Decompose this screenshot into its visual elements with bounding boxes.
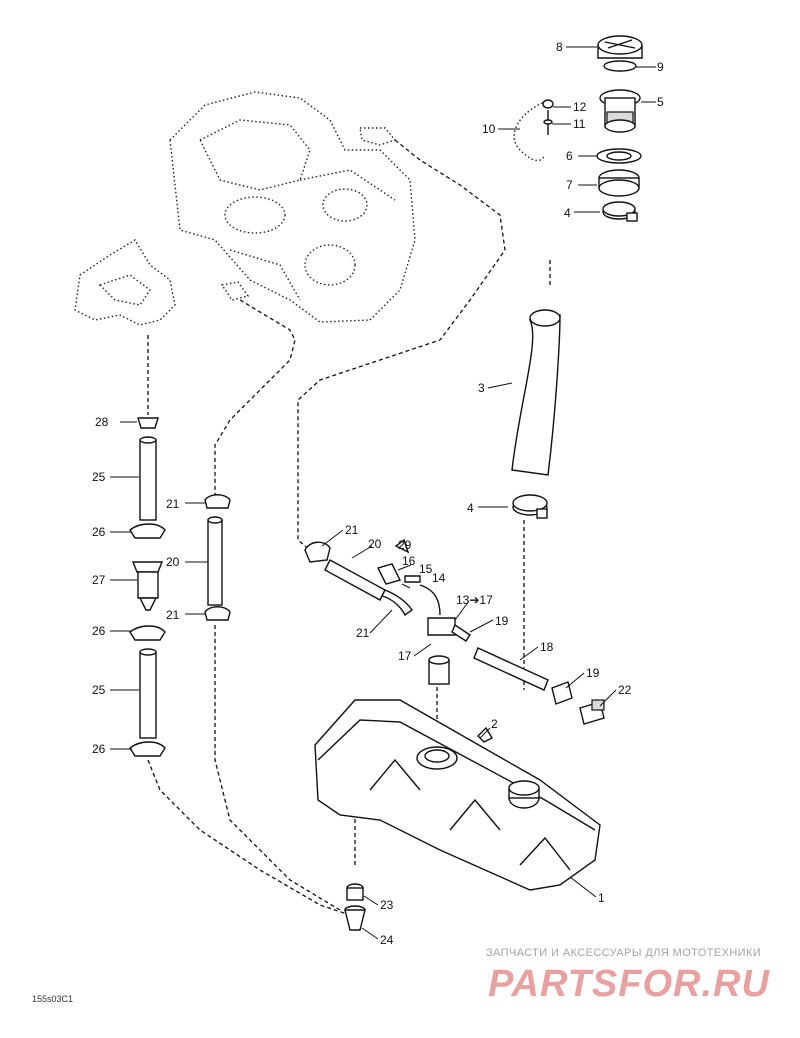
- callout-14: 14: [432, 571, 446, 585]
- callout-11: 11: [573, 117, 586, 131]
- callout-21-upper-left: 21: [166, 497, 180, 511]
- callout-24: 24: [380, 933, 394, 947]
- callout-21-lower-center: 21: [356, 626, 370, 640]
- gasket: [596, 148, 642, 164]
- hose-routing-lines: [147, 139, 551, 916]
- callout-19-lower: 19: [586, 666, 600, 680]
- left-hose-column: [129, 417, 166, 757]
- callout-28: 28: [95, 415, 109, 429]
- callout-17: 17: [398, 649, 412, 663]
- callout-10: 10: [482, 122, 496, 136]
- watermark-subtitle: ЗАПЧАСТИ И АКСЕССУАРЫ ДЛЯ МОТОТЕХНИКИ: [486, 947, 761, 959]
- filler-neck: [599, 89, 641, 133]
- callout-2: 2: [491, 717, 498, 731]
- callout-labels: 1 2 3 4 4 5 6 7 8 9 10 11 12 13➔17 14 15…: [92, 40, 664, 947]
- filler-hose: [511, 309, 561, 476]
- clamp-upper: [602, 201, 638, 222]
- callout-26-b: 26: [92, 624, 106, 638]
- engine-outline: [169, 91, 416, 323]
- cap-tether: [513, 99, 554, 162]
- callout-21-upper-center: 21: [345, 523, 359, 537]
- callout-4-upper: 4: [564, 206, 571, 220]
- callout-26-a: 26: [92, 525, 106, 539]
- callout-4-lower: 4: [467, 501, 474, 515]
- grommet-2: [477, 726, 493, 743]
- fuel-tank: [314, 699, 601, 891]
- leader-lines: [110, 46, 656, 940]
- callout-6: 6: [566, 149, 573, 163]
- vent-valve-assembly: [304, 538, 549, 691]
- callout-8: 8: [556, 40, 563, 54]
- callout-19-upper: 19: [495, 614, 509, 628]
- callout-20-left: 20: [166, 555, 180, 569]
- fuel-cap: [597, 35, 643, 72]
- callout-15: 15: [419, 562, 433, 576]
- callout-12: 12: [573, 100, 587, 114]
- drawing-code: 155s03C1: [32, 994, 73, 1004]
- callout-29: 29: [398, 538, 412, 552]
- callout-25-lower: 25: [92, 683, 106, 697]
- callout-1: 1: [598, 891, 605, 905]
- nut: [598, 169, 640, 197]
- callout-25-upper: 25: [92, 470, 106, 484]
- callout-27: 27: [92, 573, 106, 587]
- callout-23: 23: [380, 898, 394, 912]
- callout-5: 5: [657, 95, 664, 109]
- callout-3: 3: [478, 381, 485, 395]
- vent-fittings-right: [551, 681, 605, 725]
- fuel-pump-bracket-outline: [74, 239, 176, 326]
- middle-hose-column: [204, 494, 231, 621]
- bottom-fittings: [344, 883, 366, 931]
- callout-26-c: 26: [92, 742, 106, 756]
- callout-9: 9: [657, 60, 664, 74]
- clamp-lower: [512, 494, 548, 519]
- callout-7: 7: [566, 178, 573, 192]
- callout-18: 18: [540, 640, 554, 654]
- callout-22: 22: [618, 683, 632, 697]
- callout-13-to-17: 13➔17: [456, 593, 493, 607]
- callout-16: 16: [402, 554, 416, 568]
- callout-21-lower-left: 21: [166, 608, 180, 622]
- watermark-brand: PARTSFOR.RU: [488, 963, 770, 1005]
- callout-20-center: 20: [368, 537, 382, 551]
